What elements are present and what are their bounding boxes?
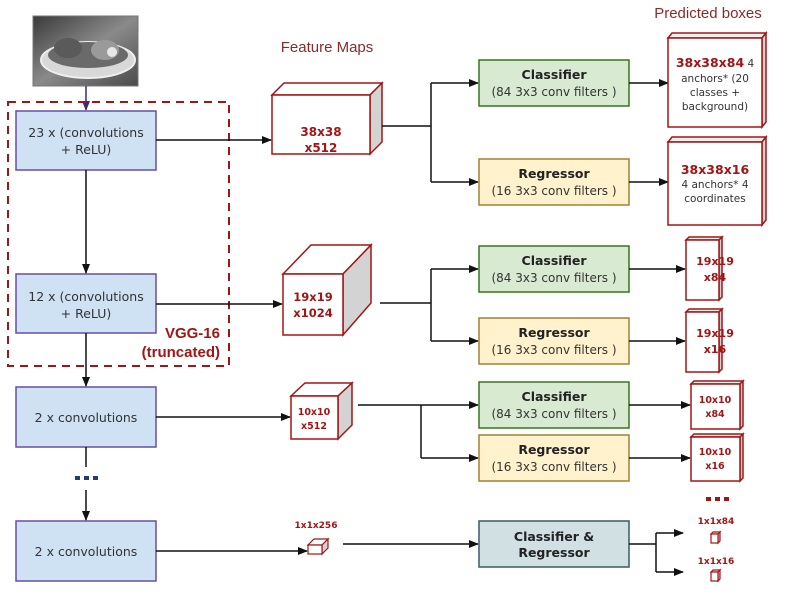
regressor-head-2: Regressor (16 3x3 conv filters ) — [478, 317, 630, 365]
pred-1-cls-line3: classes + — [690, 87, 740, 99]
predictions-ellipsis — [706, 497, 729, 501]
pred-box-38x38x84: 38x38x84 4 anchors* (20 classes + backgr… — [666, 30, 768, 130]
classifier-head-1: Classifier (84 3x3 conv filters ) — [478, 59, 630, 107]
classifier-regressor-head: Classifier & Regressor — [478, 520, 630, 568]
pred-box-19x19x16: 19x19 x16 — [684, 307, 734, 374]
backbone-block-1-line2: + ReLU) — [61, 142, 112, 157]
predicted-boxes-title: Predicted boxes — [654, 5, 762, 22]
regressor-2-sub: (16 3x3 conv filters ) — [491, 343, 616, 357]
input-image — [32, 15, 139, 87]
vgg-label: VGG-16 — [165, 325, 220, 342]
connector-row1 — [382, 79, 479, 186]
arrow-pred-4-split — [629, 529, 684, 576]
pred-1-reg-line3: coordinates — [684, 193, 745, 205]
backbone-ellipsis — [75, 476, 98, 480]
regressor-1-sub: (16 3x3 conv filters ) — [491, 184, 616, 198]
backbone-block-2-line1: 12 x (convolutions — [28, 289, 143, 304]
pred-box-10x10x84: 10x10 x84 — [689, 379, 745, 431]
backbone-block-2: 12 x (convolutions + ReLU) — [15, 273, 157, 334]
pred-box-19x19x84: 19x19 x84 — [684, 235, 734, 302]
fm-1-label: 1x1x256 — [295, 521, 338, 531]
regressor-head-3: Regressor (16 3x3 conv filters ) — [478, 434, 630, 482]
feature-maps-title: Feature Maps — [281, 39, 374, 56]
backbone-block-1-line1: 23 x (convolutions — [28, 125, 143, 140]
classifier-3-title: Classifier — [522, 389, 588, 404]
backbone-block-1: 23 x (convolutions + ReLU) — [15, 110, 157, 171]
pred-1-cls-line2: anchors* (20 — [681, 73, 749, 85]
pred-3-reg-line1: 10x10 — [699, 447, 732, 458]
regressor-3-title: Regressor — [518, 442, 590, 457]
pred-box-38x38x16: 38x38x16 4 anchors* 4 coordinates — [666, 134, 768, 228]
pred-3-cls-line2: x84 — [705, 409, 725, 420]
pred-4-cls-label: 1x1x84 — [698, 517, 735, 527]
backbone-block-4: 2 x convolutions — [15, 520, 157, 582]
fm-10-line1: 10x10 — [298, 407, 331, 418]
pred-3-cls-line1: 10x10 — [699, 395, 732, 406]
pred-box-1x1x84: 1x1x84 — [698, 517, 735, 545]
classifier-3-sub: (84 3x3 conv filters ) — [491, 407, 616, 421]
backbone-block-3: 2 x convolutions — [15, 386, 157, 448]
regressor-2-title: Regressor — [518, 325, 590, 340]
classifier-head-3: Classifier (84 3x3 conv filters ) — [478, 381, 630, 429]
classifier-1-sub: (84 3x3 conv filters ) — [491, 85, 616, 99]
fm-38-line1: 38x38 — [300, 125, 341, 139]
feature-map-38x38: 38x38 x512 — [270, 81, 384, 156]
vgg-truncated-frame — [7, 101, 230, 367]
pred-1-cls-line1: 38x38x84 4 — [676, 55, 755, 70]
connector-row3 — [358, 401, 479, 462]
pred-4-reg-label: 1x1x16 — [698, 557, 735, 567]
fm-19-line2: x1024 — [293, 306, 332, 320]
fm-10-line2: x512 — [301, 421, 327, 432]
pred-1-reg-line1: 38x38x16 — [681, 162, 750, 177]
combined-head-line2: Regressor — [518, 545, 590, 560]
classifier-head-2: Classifier (84 3x3 conv filters ) — [478, 245, 630, 293]
pred-3-reg-line2: x16 — [705, 461, 725, 472]
pred-box-10x10x16: 10x10 x16 — [689, 432, 745, 483]
backbone-block-3-label: 2 x convolutions — [35, 410, 138, 425]
pred-2-reg-line1: 19x19 — [696, 327, 734, 340]
regressor-1-title: Regressor — [518, 166, 590, 181]
pred-2-cls-line1: 19x19 — [696, 255, 734, 268]
feature-map-10x10: 10x10 x512 — [289, 381, 354, 441]
fm-19-line1: 19x19 — [293, 290, 332, 304]
pred-1-cls-line4: background) — [682, 101, 748, 113]
connector-row2 — [380, 265, 479, 345]
feature-map-19x19: 19x19 x1024 — [281, 243, 373, 337]
classifier-1-title: Classifier — [522, 67, 588, 82]
backbone-block-2-line2: + ReLU) — [61, 306, 112, 321]
pred-2-reg-line2: x16 — [704, 343, 727, 356]
pred-box-1x1x16: 1x1x16 — [698, 557, 735, 583]
classifier-2-sub: (84 3x3 conv filters ) — [491, 271, 616, 285]
combined-head-line1: Classifier & — [514, 529, 594, 544]
backbone-block-4-label: 2 x convolutions — [35, 544, 138, 559]
pred-1-reg-line2: 4 anchors* 4 — [681, 179, 748, 191]
feature-map-1x1: 1x1x256 — [295, 521, 338, 556]
classifier-2-title: Classifier — [522, 253, 588, 268]
pred-2-cls-line2: x84 — [704, 271, 727, 284]
vgg-sublabel: (truncated) — [142, 344, 220, 361]
fm-38-line2: x512 — [305, 141, 338, 155]
regressor-3-sub: (16 3x3 conv filters ) — [491, 460, 616, 474]
regressor-head-1: Regressor (16 3x3 conv filters ) — [478, 158, 630, 206]
